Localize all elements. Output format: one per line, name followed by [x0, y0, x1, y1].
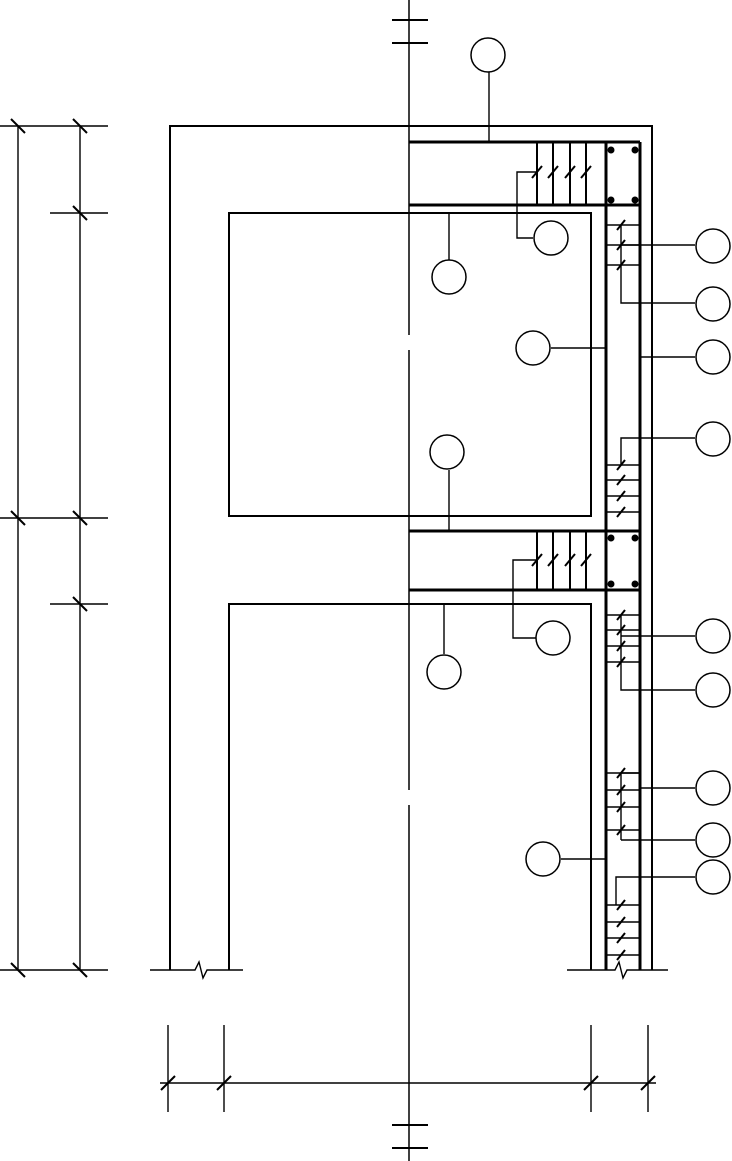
callout-bubble [429, 434, 465, 470]
dimension-tick [72, 596, 88, 612]
dimension-tick [583, 1075, 599, 1091]
callout-bubble [695, 339, 731, 375]
callout-bubble [695, 859, 731, 895]
callout-bubble [695, 286, 731, 322]
lower-opening [228, 603, 592, 970]
dimension-tick [10, 118, 26, 134]
stirrup-tick [564, 165, 576, 179]
stirrup-tick [580, 165, 592, 179]
callout-bubble [535, 620, 571, 656]
wall-tie-tick [616, 932, 626, 944]
stirrup-tick [564, 553, 576, 567]
center-axis [392, 0, 428, 1161]
callout-bubble [695, 421, 731, 457]
callout-bubble [695, 672, 731, 708]
callout-bubble [525, 841, 561, 877]
wall-tie-tick [616, 490, 626, 502]
vertical-dimensions [0, 125, 108, 971]
dimension-tick [216, 1075, 232, 1091]
stirrup-tick [547, 553, 559, 567]
leader-lines [443, 72, 695, 905]
wall-tie-tick [616, 916, 626, 928]
wall-tie-tick [616, 506, 626, 518]
stirrup-tick [547, 165, 559, 179]
callout-bubble [426, 654, 462, 690]
wall-tie-tick [616, 949, 626, 961]
concrete-outline [150, 125, 668, 981]
dimension-tick [640, 1075, 656, 1091]
dimension-tick [10, 510, 26, 526]
wall-tie-tick [616, 474, 626, 486]
callout-bubble [431, 259, 467, 295]
callout-bubble [695, 228, 731, 264]
dimension-tick [10, 962, 26, 978]
dimension-ticks [10, 118, 656, 1091]
callout-bubbles [426, 37, 731, 895]
stirrup-tick [580, 553, 592, 567]
dimension-tick [160, 1075, 176, 1091]
callout-bubble [695, 618, 731, 654]
callout-bubble [695, 770, 731, 806]
dimension-tick [72, 118, 88, 134]
wall-tie-tick [616, 899, 626, 911]
callout-bubble [533, 220, 569, 256]
dimension-tick [72, 962, 88, 978]
horizontal-dimensions [160, 1025, 656, 1112]
slab-stirrup-ticks [531, 165, 592, 567]
upper-opening [228, 212, 592, 517]
dimension-tick [72, 205, 88, 221]
callout-bubble [470, 37, 506, 73]
dimension-tick [72, 510, 88, 526]
callout-bubble [695, 822, 731, 858]
break-line-left [150, 959, 243, 981]
callout-bubble [515, 330, 551, 366]
